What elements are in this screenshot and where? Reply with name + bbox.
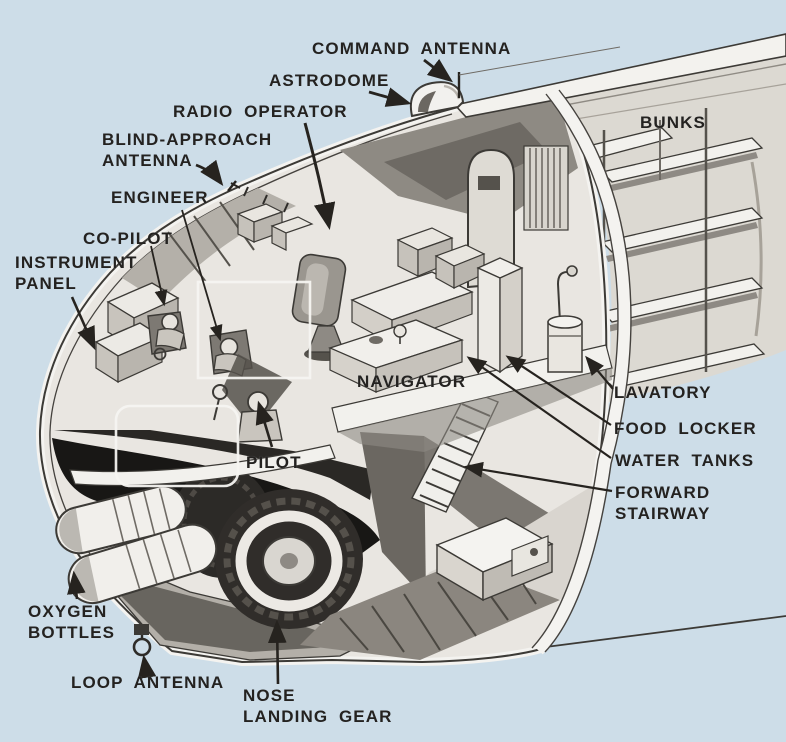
flight-deck	[94, 280, 312, 488]
label-nose-landing-gear: NOSE LANDING GEAR	[243, 686, 393, 727]
navigator-station	[328, 319, 464, 393]
food-locker-arrow	[505, 355, 612, 426]
label-water-tanks: WATER TANKS	[615, 451, 755, 470]
co-pilot-figure	[147, 311, 187, 361]
label-engineer: ENGINEER	[111, 188, 209, 207]
label-blind-approach-antenna: BLIND-APPROACH ANTENNA	[102, 130, 273, 171]
navigator-deck-shadow	[338, 368, 612, 452]
command-antenna	[457, 46, 621, 98]
radio-operator-chair	[291, 253, 348, 361]
blind-approach-antenna	[227, 180, 241, 192]
label-forward-stairway: FORWARD STAIRWAY	[615, 483, 711, 524]
label-pilot: PILOT	[246, 453, 302, 472]
fuselage-top-skin	[453, 33, 786, 118]
oxygen-bottles-arrow	[67, 570, 86, 600]
blind-approach-arrow	[195, 159, 224, 187]
command-antenna-arrow	[423, 58, 453, 83]
loop-antenna-arrow	[137, 654, 157, 680]
label-loop-antenna: LOOP ANTENNA	[71, 673, 225, 692]
water-tank	[547, 265, 583, 373]
label-astrodome: ASTRODOME	[269, 71, 390, 90]
pilot-arrow	[255, 400, 274, 448]
food-locker-cabinet	[476, 257, 524, 374]
nose-landing-gear-arrow	[267, 619, 287, 685]
label-lavatory: LAVATORY	[614, 383, 712, 402]
leader-lines	[67, 58, 614, 685]
water-tanks-arrow	[466, 356, 612, 459]
radio-operator-arrow	[303, 122, 336, 230]
slat-panel	[523, 145, 569, 231]
radio-racks	[236, 186, 314, 251]
keel-line	[537, 615, 786, 649]
co-pilot-leader	[150, 245, 168, 307]
forward-stairway-arrow	[463, 461, 613, 493]
cut-rib	[531, 87, 632, 655]
engineer-leader	[181, 209, 223, 342]
windshield-frames	[167, 201, 255, 283]
loop-antenna	[132, 624, 152, 657]
lavatory-arrow	[585, 355, 614, 390]
label-food-locker: FOOD LOCKER	[614, 419, 757, 438]
rear-cabin-section	[473, 38, 786, 403]
nose-bay-shadow-upper	[54, 430, 374, 500]
label-bunks: BUNKS	[640, 113, 706, 132]
instrument-panel-arrow	[70, 296, 96, 351]
label-instrument-panel: INSTRUMENT PANEL	[15, 253, 138, 294]
cargo-crate	[435, 517, 554, 602]
astrodome-arrow	[368, 87, 412, 107]
label-navigator: NAVIGATOR	[357, 372, 467, 391]
label-co-pilot: CO-PILOT	[83, 229, 174, 248]
label-command-antenna: COMMAND ANTENNA	[312, 39, 512, 58]
label-radio-operator: RADIO OPERATOR	[173, 102, 348, 121]
label-oxygen-bottles: OXYGEN BOTTLES	[28, 602, 116, 643]
